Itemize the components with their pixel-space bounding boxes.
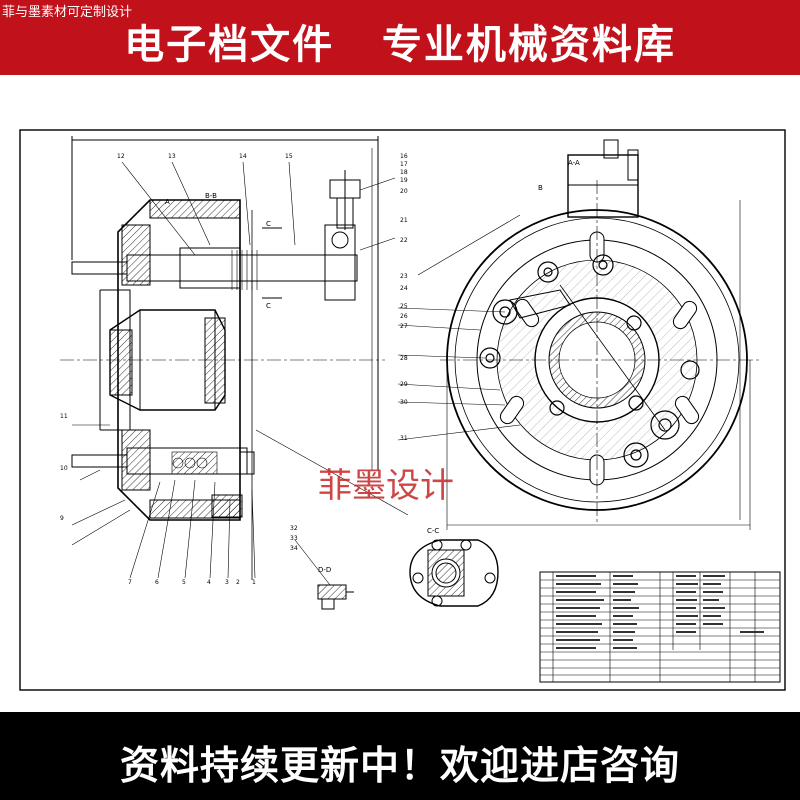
- callout-number: 15: [285, 153, 293, 160]
- callout-number: 5: [182, 579, 186, 586]
- callout-number: 19: [400, 177, 408, 184]
- callout-number: 24: [400, 285, 408, 292]
- callout-number: 2: [236, 579, 240, 586]
- corner-watermark: 菲与墨素材可定制设计: [2, 5, 133, 20]
- callout-number: 12: [117, 153, 125, 160]
- callout-number: 4: [207, 579, 211, 586]
- top-banner: 菲与墨素材可定制设计 电子档文件 专业机械资料库: [0, 0, 800, 75]
- label-dd: D-D: [318, 566, 331, 574]
- callout-number: 10: [60, 465, 68, 472]
- callout-number: 13: [168, 153, 176, 160]
- marker-c-top: C: [266, 220, 271, 228]
- longitudinal-section-view: [60, 136, 385, 580]
- left-callouts: 12 13 14 15 11 10 9 7 6 5 4 3 2 1: [60, 153, 293, 586]
- callout-number: 33: [290, 535, 298, 542]
- drawing-frame: [19, 129, 786, 691]
- callout-number: 7: [128, 579, 132, 586]
- label-bb: B-B: [205, 192, 217, 200]
- marker-b: B: [538, 184, 543, 192]
- right-callouts: 16 17 18 19 20 21 22 23 24 25 26 27 28 2…: [290, 153, 408, 552]
- callout-number: 6: [155, 579, 159, 586]
- label-cc: C-C: [427, 527, 439, 535]
- callout-number: 25: [400, 303, 408, 310]
- engineering-drawing: B-B A-A C-C D-D A B C C 12 13 14 15 11 1…: [0, 75, 800, 712]
- callout-number: 28: [400, 355, 408, 362]
- title-block-fill: [556, 575, 764, 649]
- circular-section-view: [440, 139, 760, 530]
- callout-number: 29: [400, 381, 408, 388]
- callout-number: 31: [400, 435, 408, 442]
- callout-number: 30: [400, 399, 408, 406]
- callout-number: 18: [400, 169, 408, 176]
- banner-title: 电子档文件 专业机械资料库: [124, 22, 676, 68]
- marker-a: A: [165, 198, 170, 206]
- left-leader-lines: [71, 161, 409, 579]
- callout-number: 32: [290, 525, 298, 532]
- callout-number: 3: [225, 579, 229, 586]
- callout-number: 27: [400, 323, 408, 330]
- section-cc-view: [409, 539, 499, 607]
- callout-number: 9: [60, 515, 64, 522]
- callout-number: 34: [290, 545, 298, 552]
- center-watermark: 菲墨设计: [318, 466, 454, 506]
- bottom-banner-title: 资料持续更新中！欢迎进店咨询: [119, 744, 680, 789]
- label-aa: A-A: [568, 159, 580, 167]
- callout-number: 14: [239, 153, 247, 160]
- callout-number: 1: [252, 579, 256, 586]
- callout-number: 11: [60, 413, 68, 420]
- callout-number: 16: [400, 153, 408, 160]
- bottom-banner: 资料持续更新中！欢迎进店咨询: [0, 712, 800, 800]
- right-leader-lines: [397, 214, 521, 441]
- callout-number: 23: [400, 273, 408, 280]
- title-block: [539, 571, 781, 683]
- callout-number: 21: [400, 217, 408, 224]
- section-dd-view: [294, 539, 354, 610]
- callout-number: 17: [400, 161, 408, 168]
- marker-c-bottom: C: [266, 302, 271, 310]
- callout-number: 20: [400, 188, 408, 195]
- callout-number: 22: [400, 237, 408, 244]
- callout-number: 26: [400, 313, 408, 320]
